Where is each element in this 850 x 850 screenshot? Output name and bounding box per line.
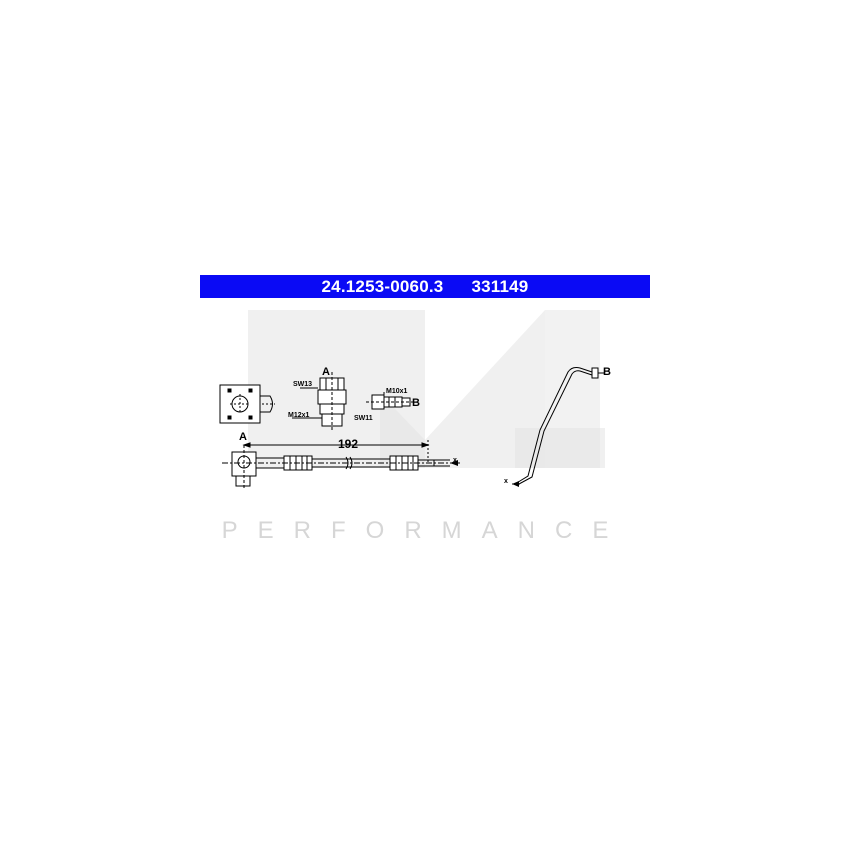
label-length: 192 xyxy=(338,437,358,451)
fitting-b-detail xyxy=(366,392,414,410)
label-m10x1: M10x1 xyxy=(386,388,408,395)
x-arrow-main xyxy=(450,460,458,466)
label-x-main: x xyxy=(453,457,457,464)
label-sw13: SW13 xyxy=(293,381,312,388)
watermark-tagline: PERFORMANCE xyxy=(222,517,629,544)
label-x-route: x xyxy=(504,478,508,485)
label-b-detail: B xyxy=(412,397,420,409)
length-dimension xyxy=(242,440,430,463)
flange-end-view xyxy=(219,384,275,424)
label-a-main: A xyxy=(239,431,247,443)
label-sw11: SW11 xyxy=(354,415,373,422)
banjo-bolt-detail xyxy=(292,372,347,430)
hose-assembly xyxy=(222,445,462,490)
ml-logo xyxy=(248,310,605,468)
x-arrow-route xyxy=(512,481,519,487)
part-number: 24.1253-0060.3 xyxy=(321,276,444,296)
routing-view xyxy=(512,367,604,485)
label-b-route: B xyxy=(603,366,611,378)
label-m12x1: M12x1 xyxy=(288,412,310,419)
part-number-banner: 24.1253-0060.3 331149 xyxy=(200,275,650,298)
label-a-detail: A xyxy=(322,366,330,378)
reference-number: 331149 xyxy=(471,276,529,296)
